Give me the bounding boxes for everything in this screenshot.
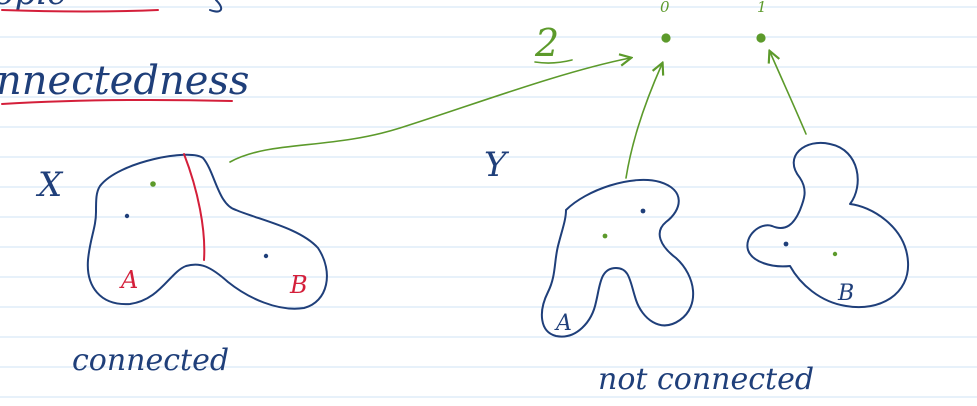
- point-x-b: [263, 253, 269, 259]
- point-1-label: 1: [757, 0, 767, 16]
- caption-not-connected: not connected: [598, 362, 814, 397]
- heading-underline: [1, 9, 159, 13]
- space-y-label: Y: [484, 145, 510, 185]
- component-b-outline: [746, 141, 910, 309]
- topic-title: nnectedness: [0, 58, 249, 104]
- region-b-label-right: B: [837, 281, 854, 306]
- region-b-label-left: B: [289, 271, 308, 299]
- two-label-underline: [534, 59, 573, 64]
- green-point-x: [150, 181, 156, 187]
- map-arrow-component-a: [625, 64, 662, 179]
- green-point-y-b: [832, 251, 838, 257]
- region-a-label-right: A: [554, 311, 572, 336]
- two-point-space-label: 2: [534, 21, 559, 65]
- map-arrow-component-b: [770, 52, 807, 135]
- separating-cut-line: [183, 153, 206, 261]
- green-point-y-a: [602, 233, 608, 239]
- component-a-outline: [540, 178, 694, 338]
- point-y-a: [640, 208, 646, 214]
- point-x-a: [124, 213, 130, 219]
- space-x-label: X: [35, 165, 64, 205]
- point-1: [756, 33, 766, 43]
- point-0-label: 0: [660, 0, 670, 16]
- point-y-b: [783, 241, 789, 247]
- point-0: [661, 33, 671, 43]
- connected-set-outline: [86, 153, 328, 310]
- heading-circle-mark: [209, 0, 223, 13]
- topic-title-underline: [1, 99, 233, 105]
- map-arrow-x: [229, 58, 630, 163]
- caption-connected: connected: [72, 343, 229, 378]
- region-a-label-left: A: [119, 266, 138, 294]
